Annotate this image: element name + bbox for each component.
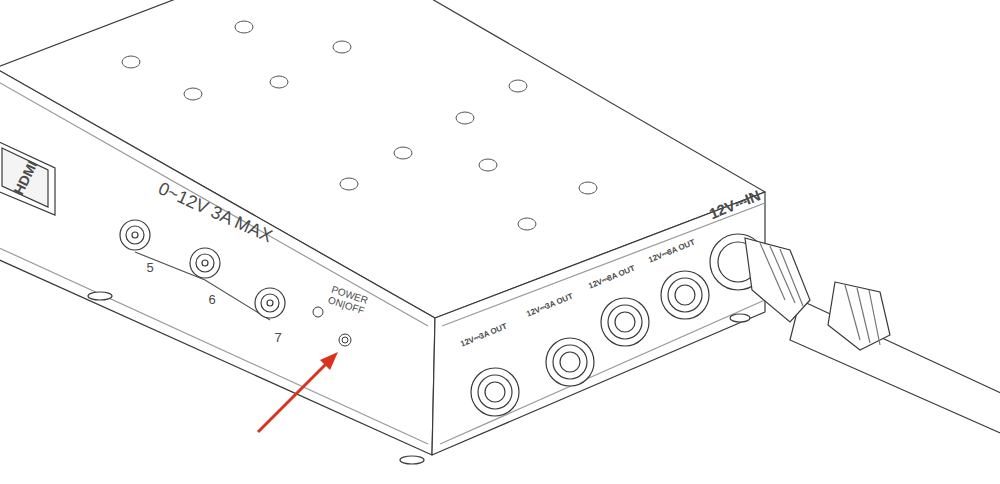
port-number: 5 bbox=[146, 261, 153, 275]
side-face bbox=[432, 192, 765, 455]
port-number: 6 bbox=[208, 293, 215, 307]
foot bbox=[730, 314, 750, 322]
power-button bbox=[339, 334, 351, 346]
pointer-arrow bbox=[258, 352, 338, 432]
foot bbox=[400, 456, 424, 464]
power-cable bbox=[745, 238, 1000, 435]
hdmi-port bbox=[0, 140, 55, 215]
power-button bbox=[342, 337, 348, 343]
front-face bbox=[0, 68, 435, 455]
bevel-line bbox=[0, 246, 428, 444]
foot bbox=[88, 292, 112, 300]
bevel-line bbox=[0, 80, 428, 326]
bevel-line bbox=[442, 203, 765, 326]
port-number: 7 bbox=[274, 331, 281, 345]
indicator-led bbox=[313, 307, 323, 317]
side-connectors bbox=[471, 234, 766, 416]
